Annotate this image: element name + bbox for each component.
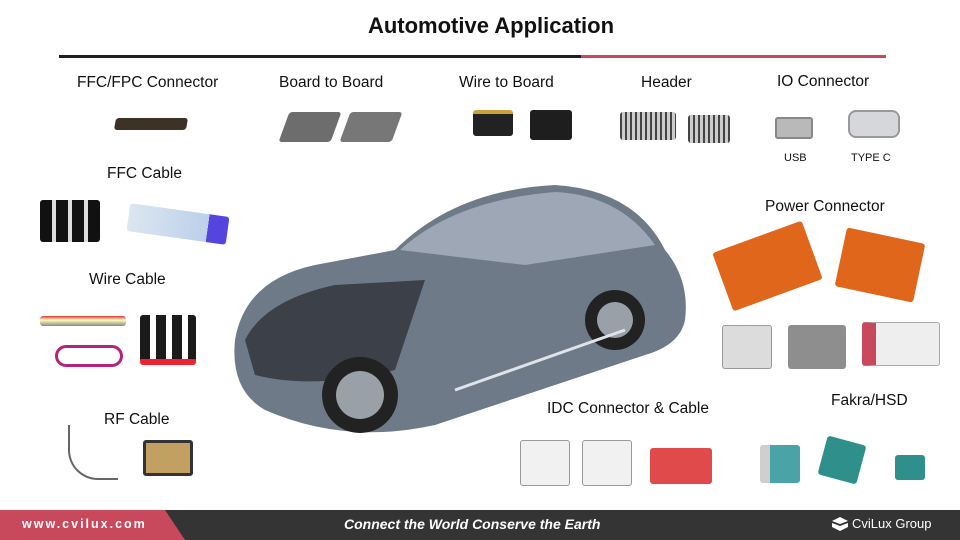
title-divider-dark bbox=[59, 55, 581, 58]
title-divider-red bbox=[581, 55, 886, 58]
usb-connector-image bbox=[775, 117, 813, 139]
label-wire-cable: Wire Cable bbox=[89, 271, 166, 288]
wire-cable-image-3 bbox=[140, 315, 196, 365]
fakra-image-3 bbox=[895, 455, 925, 480]
power-connector-image-1 bbox=[712, 220, 823, 312]
header-image-1 bbox=[620, 112, 676, 140]
idc-connector-image-2 bbox=[582, 440, 632, 486]
label-rf-cable: RF Cable bbox=[104, 411, 170, 428]
ffc-cable-image-1 bbox=[40, 200, 100, 242]
wire-to-board-image-1 bbox=[473, 110, 513, 136]
board-to-board-image-1 bbox=[278, 112, 342, 142]
rf-cable-image-2 bbox=[143, 440, 193, 476]
label-io-connector: IO Connector bbox=[777, 73, 870, 90]
idc-connector-image-1 bbox=[520, 440, 570, 486]
fakra-image-2 bbox=[817, 435, 867, 485]
label-usb: USB bbox=[784, 152, 807, 164]
type-c-connector-image bbox=[848, 110, 900, 138]
board-to-board-image-2 bbox=[339, 112, 403, 142]
power-connector-image-3 bbox=[722, 325, 772, 369]
header-image-2 bbox=[688, 115, 730, 143]
label-ffc-cable: FFC Cable bbox=[107, 165, 182, 182]
label-board-to-board: Board to Board bbox=[279, 74, 384, 91]
wire-to-board-image-2 bbox=[530, 110, 572, 140]
footer-url-link[interactable]: www.cvilux.com bbox=[22, 517, 147, 531]
cvilux-logo-icon bbox=[832, 516, 848, 531]
fakra-image-1 bbox=[760, 445, 800, 483]
car-cutaway-image bbox=[234, 185, 686, 433]
wire-cable-image-1 bbox=[40, 316, 126, 326]
footer-brand: CviLux Group bbox=[832, 516, 931, 531]
power-connector-image-4 bbox=[788, 325, 846, 369]
page-title: Automotive Application bbox=[367, 13, 615, 38]
rf-cable-image-1 bbox=[68, 425, 118, 480]
label-fakra-hsd: Fakra/HSD bbox=[831, 392, 908, 409]
footer-url-band bbox=[0, 510, 185, 540]
label-idc-connector-cable: IDC Connector & Cable bbox=[547, 400, 709, 417]
label-header: Header bbox=[641, 74, 692, 91]
label-ffc-fpc-connector: FFC/FPC Connector bbox=[77, 74, 219, 91]
label-power-connector: Power Connector bbox=[765, 198, 885, 215]
ffc-fpc-connector-image bbox=[113, 118, 189, 130]
power-connector-image-2 bbox=[834, 227, 926, 303]
power-connector-image-5 bbox=[862, 322, 940, 366]
label-type-c: TYPE C bbox=[851, 152, 891, 164]
wire-cable-image-2 bbox=[55, 345, 123, 367]
idc-cable-image bbox=[650, 448, 712, 484]
footer-slogan: Connect the World Conserve the Earth bbox=[344, 516, 601, 532]
ffc-cable-image-2 bbox=[126, 203, 230, 245]
footer-brand-name: CviLux Group bbox=[852, 516, 932, 531]
label-wire-to-board: Wire to Board bbox=[459, 74, 554, 91]
